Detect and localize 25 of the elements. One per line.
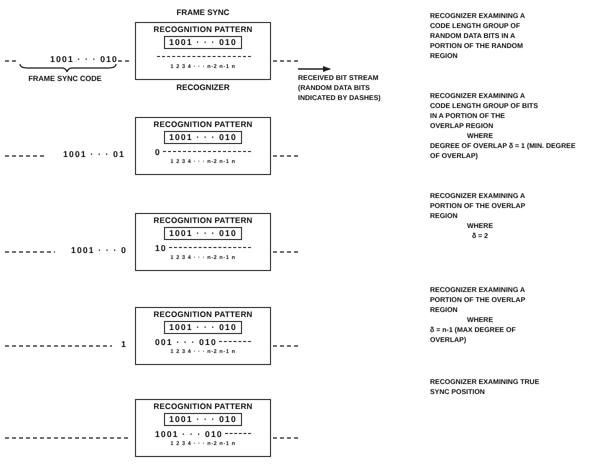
recognizer-box: [135, 307, 271, 365]
bit-sequence: 001 · · · 010: [155, 336, 217, 346]
node-label: RECOGNIZER: [175, 83, 231, 92]
recognizer-box: [135, 213, 271, 271]
node-label: FRAME SYNC: [176, 8, 230, 17]
bit-sequence: 1001 · · · 010: [49, 54, 118, 64]
pattern-box: 1001 · · · 010: [164, 321, 242, 334]
box-heading: RECOGNITION PATTERN: [153, 310, 253, 319]
bit-sequence: 0: [155, 146, 161, 156]
pattern-box: 1001 · · · 010: [164, 227, 242, 240]
recognizer-box: [135, 117, 271, 175]
bit-sequence: 1: [120, 339, 127, 349]
pattern-box: 1001 · · · 010: [164, 413, 242, 426]
bit-sequence: 1001 · · · 0: [70, 245, 127, 255]
box-heading: RECOGNITION PATTERN: [153, 25, 253, 34]
bit-sequence: 1001 · · · 010: [155, 428, 223, 438]
box-heading: RECOGNITION PATTERN: [153, 216, 253, 225]
recognizer-box: [135, 22, 271, 80]
box-heading: RECOGNITION PATTERN: [153, 120, 253, 129]
box-heading: RECOGNITION PATTERN: [153, 402, 253, 411]
recognizer-box: [135, 399, 271, 457]
bit-sequence: 10: [155, 242, 167, 252]
pattern-box: 1001 · · · 010: [164, 131, 242, 144]
bit-sequence: 1001 · · · 01: [62, 149, 125, 159]
pattern-box: 1001 · · · 010: [164, 36, 242, 49]
